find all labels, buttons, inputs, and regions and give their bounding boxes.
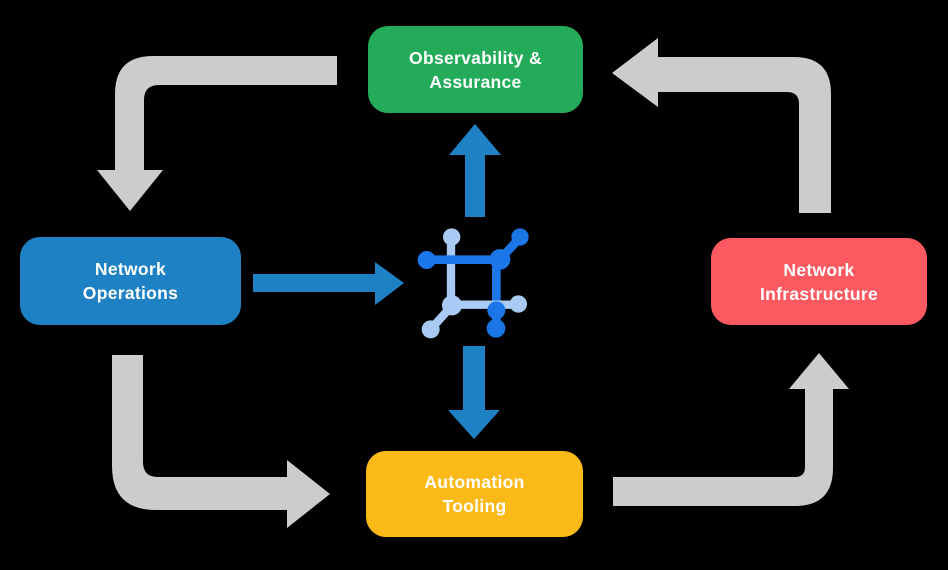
node-label-line: Operations bbox=[82, 283, 179, 303]
node-label-line: Observability & bbox=[409, 47, 542, 68]
network-mesh-icon bbox=[417, 228, 529, 339]
node-observability-assurance: Observability & Assurance bbox=[368, 26, 583, 113]
node-network-infrastructure: Network Infrastructure bbox=[711, 238, 927, 325]
node-automation-tooling: Automation Tooling bbox=[366, 451, 583, 537]
icon-node-right bbox=[509, 295, 527, 313]
node-label-line: Network bbox=[783, 259, 855, 280]
node-label-line: Assurance bbox=[429, 71, 522, 92]
node-label-line: Network bbox=[94, 259, 167, 279]
icon-node-bottomleft-end bbox=[421, 320, 440, 339]
icon-node-topright-corner bbox=[489, 249, 511, 270]
arrow-operations-to-hub bbox=[253, 262, 404, 305]
icon-node-left bbox=[417, 251, 436, 269]
icon-node-bottomright-corner bbox=[487, 301, 506, 320]
arrow-observability-to-operations bbox=[97, 56, 337, 211]
node-label-line: Automation bbox=[424, 472, 525, 492]
arrow-automation-to-infrastructure bbox=[613, 353, 849, 506]
icon-node-bottomleft-corner bbox=[442, 295, 462, 316]
arrow-infrastructure-to-observability bbox=[612, 38, 831, 213]
icon-node-top bbox=[443, 228, 461, 246]
node-label-line: Infrastructure bbox=[760, 283, 878, 304]
arrow-operations-to-automation bbox=[112, 355, 330, 528]
node-label-line: Tooling bbox=[442, 496, 507, 516]
node-network-operations: Network Operations bbox=[20, 237, 241, 325]
arrow-hub-to-observability bbox=[449, 124, 501, 217]
icon-node-bottom-end bbox=[486, 319, 506, 338]
icon-node-topright-end bbox=[511, 228, 529, 246]
arrow-hub-to-automation bbox=[448, 346, 500, 439]
